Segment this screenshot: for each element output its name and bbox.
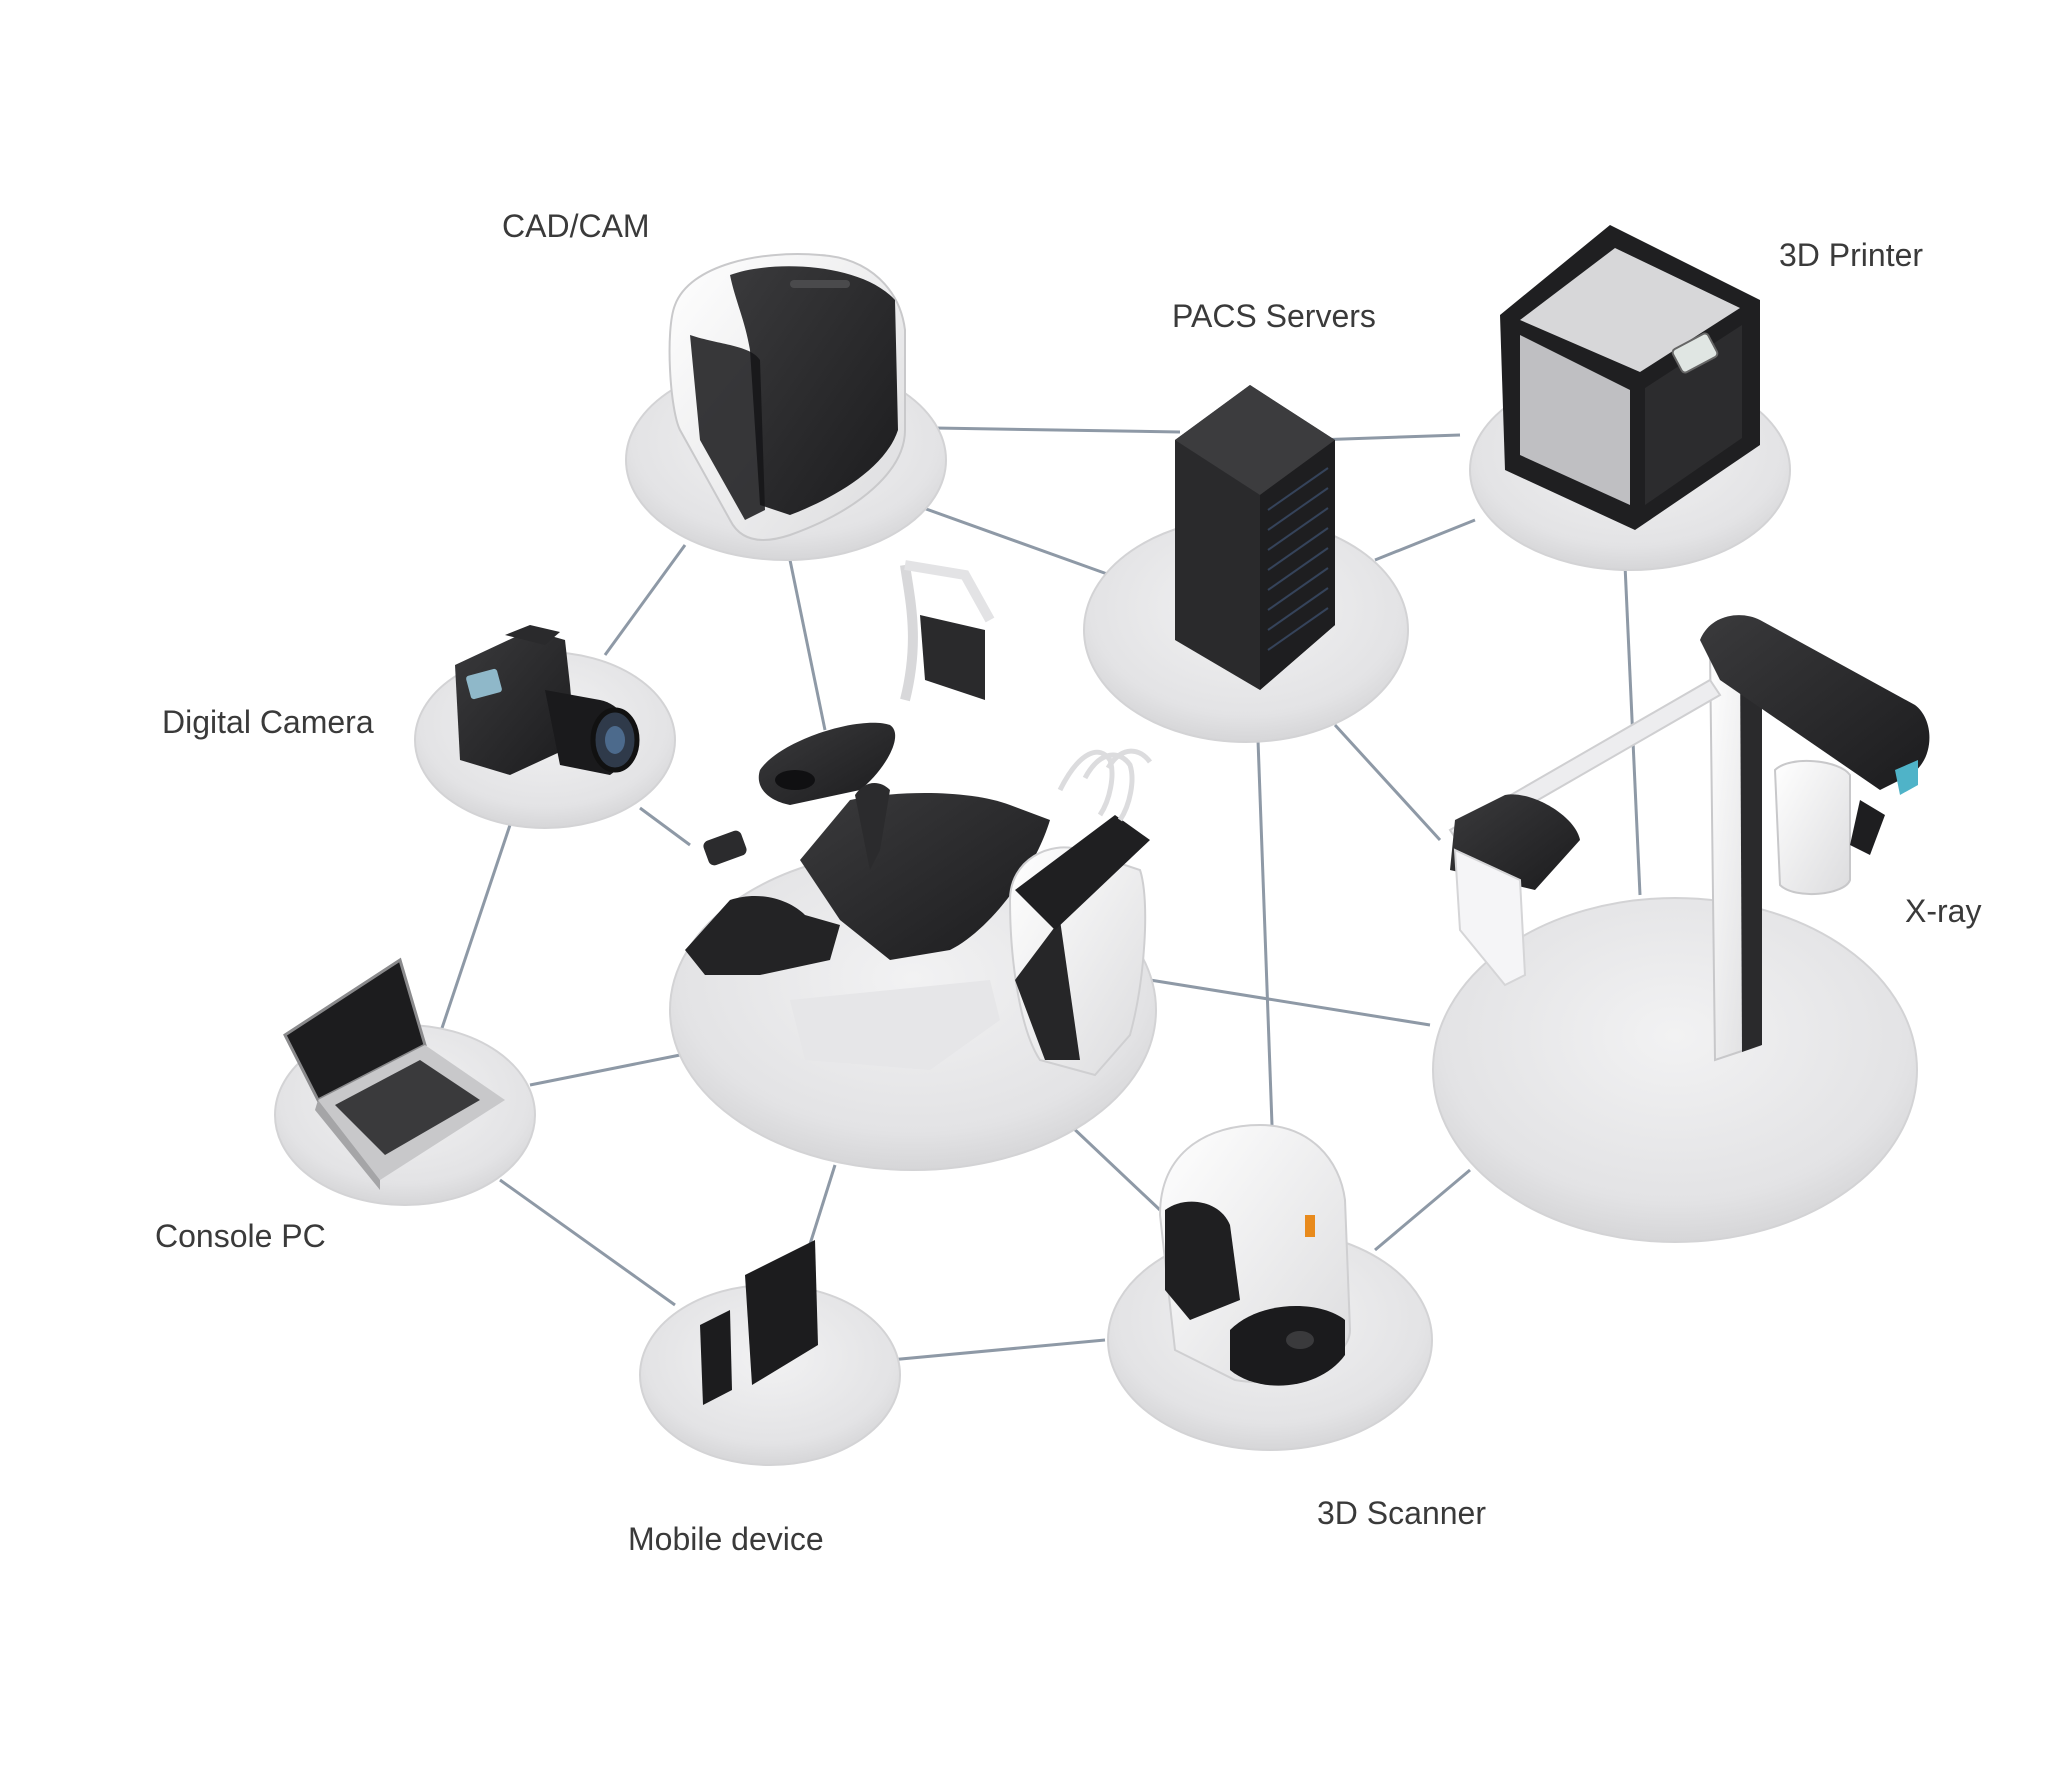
edge-pacs-printer-2 — [1374, 518, 1476, 562]
dental-chair-icon — [685, 560, 1153, 1077]
label-printer3d: 3D Printer — [1779, 237, 1923, 273]
node-labels: CAD/CAM PACS Servers 3D Printer Digital … — [155, 208, 1981, 1557]
server-rack-icon — [1175, 385, 1335, 690]
edge-pacs-scanner — [1256, 739, 1274, 1126]
label-scanner3d: 3D Scanner — [1317, 1495, 1486, 1531]
camera-icon — [455, 625, 640, 775]
edge-cadcam-pacs-2 — [914, 503, 1111, 577]
edge-cadcam-pacs — [934, 426, 1181, 434]
tablet-phone-icon — [700, 1240, 818, 1405]
edge-cadcam-camera — [603, 544, 687, 656]
edge-console-chair — [529, 1053, 681, 1087]
edge-chair-scanner — [1068, 1123, 1162, 1212]
label-xray: X-ray — [1905, 893, 1981, 929]
edge-pacs-printer — [1314, 433, 1461, 442]
label-console: Console PC — [155, 1218, 326, 1254]
3d-printer-icon — [1500, 225, 1760, 530]
platform-xray — [1432, 897, 1918, 1243]
label-pacs: PACS Servers — [1172, 298, 1376, 334]
edge-console-mobile — [499, 1178, 676, 1307]
laptop-icon — [283, 957, 505, 1190]
edge-camera-console — [436, 824, 512, 1041]
3d-scanner-icon — [1158, 1123, 1352, 1386]
edge-scanner-xray — [1374, 1168, 1471, 1252]
edge-cadcam-chair — [788, 559, 827, 731]
xray-machine-icon — [1448, 615, 1930, 1062]
label-mobile: Mobile device — [628, 1521, 824, 1557]
edge-camera-chair — [639, 806, 691, 847]
label-camera: Digital Camera — [162, 704, 374, 740]
cadcam-machine-icon — [668, 253, 906, 541]
label-cadcam: CAD/CAM — [502, 208, 650, 244]
edge-chair-xray — [1149, 978, 1431, 1027]
edge-pacs-xray — [1333, 723, 1442, 842]
edge-mobile-scanner — [889, 1338, 1106, 1362]
